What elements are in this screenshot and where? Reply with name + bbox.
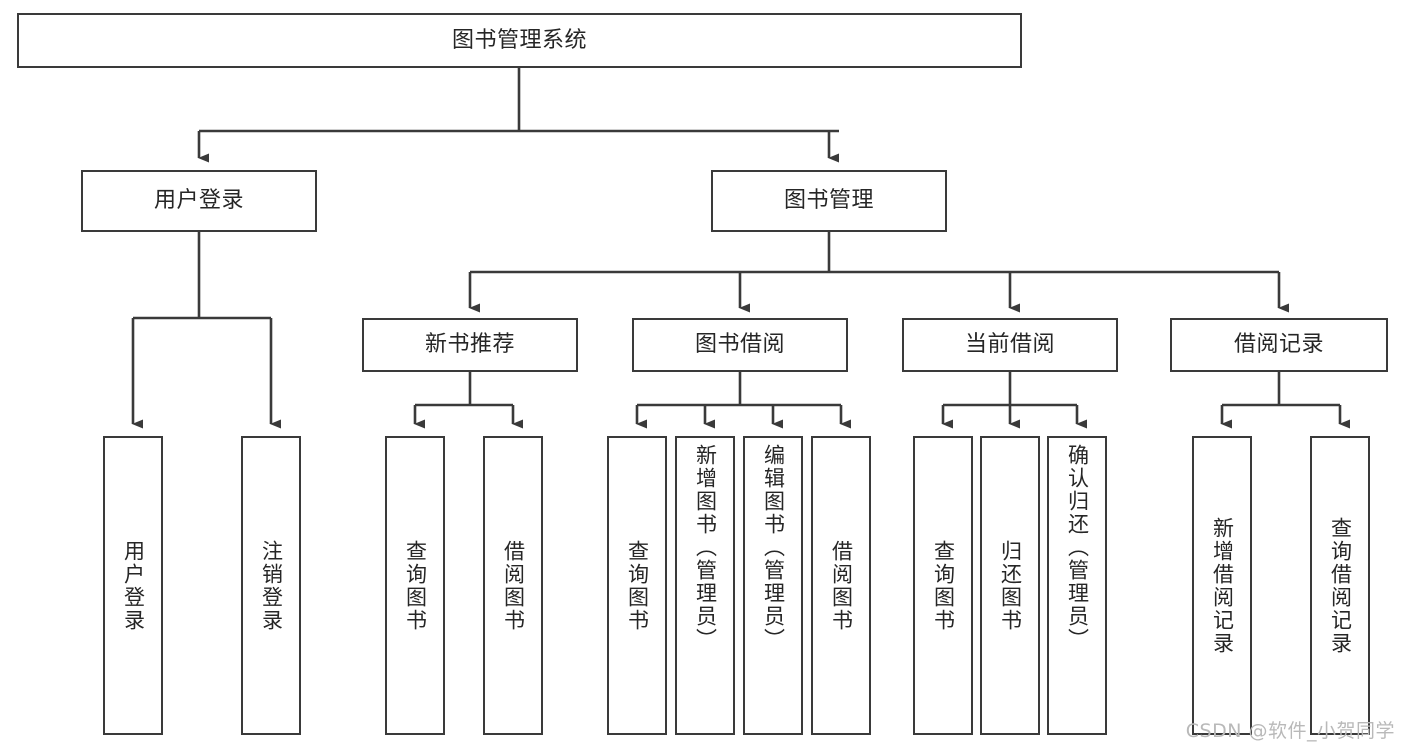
node-label: 用户登录 — [121, 539, 146, 632]
watermark-text: CSDN @软件_小贺同学 — [1185, 720, 1395, 742]
node-label: 借阅记录 — [1233, 332, 1324, 358]
node-label: 查询借阅记录 — [1328, 516, 1353, 655]
node-leaf-return-books[interactable]: 归还图书 — [980, 436, 1040, 735]
node-label: 借阅图书 — [829, 539, 854, 632]
node-leaf-confirm-return-admin[interactable]: 确认归还（管理员） — [1047, 436, 1107, 735]
node-new-book-recommendation[interactable]: 新书推荐 — [362, 318, 578, 372]
node-leaf-borrow-books[interactable]: 借阅图书 — [811, 436, 871, 735]
node-root-book-management-system[interactable]: 图书管理系统 — [17, 13, 1022, 68]
node-label: 查询图书 — [625, 539, 650, 632]
node-label: 新增借阅记录 — [1210, 516, 1235, 655]
node-leaf-logout[interactable]: 注销登录 — [241, 436, 301, 735]
node-leaf-user-login[interactable]: 用户登录 — [103, 436, 163, 735]
node-user-login[interactable]: 用户登录 — [81, 170, 317, 232]
node-label: 用户登录 — [153, 188, 244, 214]
node-book-borrowing[interactable]: 图书借阅 — [632, 318, 848, 372]
node-label: 新书推荐 — [424, 332, 515, 358]
node-label: 查询图书 — [931, 539, 956, 632]
node-leaf-edit-book-admin[interactable]: 编辑图书（管理员） — [743, 436, 803, 735]
node-leaf-query-books-current[interactable]: 查询图书 — [913, 436, 973, 735]
node-label: 图书借阅 — [694, 332, 785, 358]
node-label: 借阅图书 — [501, 539, 526, 632]
node-label: 归还图书 — [998, 539, 1023, 632]
node-leaf-query-books-borrowing[interactable]: 查询图书 — [607, 436, 667, 735]
node-leaf-borrow-books-recommendation[interactable]: 借阅图书 — [483, 436, 543, 735]
node-leaf-query-books-recommendation[interactable]: 查询图书 — [385, 436, 445, 735]
node-book-management[interactable]: 图书管理 — [711, 170, 947, 232]
node-leaf-query-borrowing-record[interactable]: 查询借阅记录 — [1310, 436, 1370, 735]
node-label: 查询图书 — [403, 539, 428, 632]
node-label: 当前借阅 — [964, 332, 1055, 358]
node-label: 图书管理 — [783, 188, 874, 214]
node-label: 图书管理系统 — [451, 27, 587, 53]
node-current-borrowing[interactable]: 当前借阅 — [902, 318, 1118, 372]
node-label: 编辑图书（管理员） — [761, 444, 786, 651]
node-label: 确认归还（管理员） — [1065, 444, 1090, 651]
node-leaf-add-book-admin[interactable]: 新增图书（管理员） — [675, 436, 735, 735]
node-leaf-add-borrowing-record[interactable]: 新增借阅记录 — [1192, 436, 1252, 735]
node-borrowing-records[interactable]: 借阅记录 — [1170, 318, 1388, 372]
node-label: 新增图书（管理员） — [693, 444, 718, 651]
node-label: 注销登录 — [259, 539, 284, 632]
